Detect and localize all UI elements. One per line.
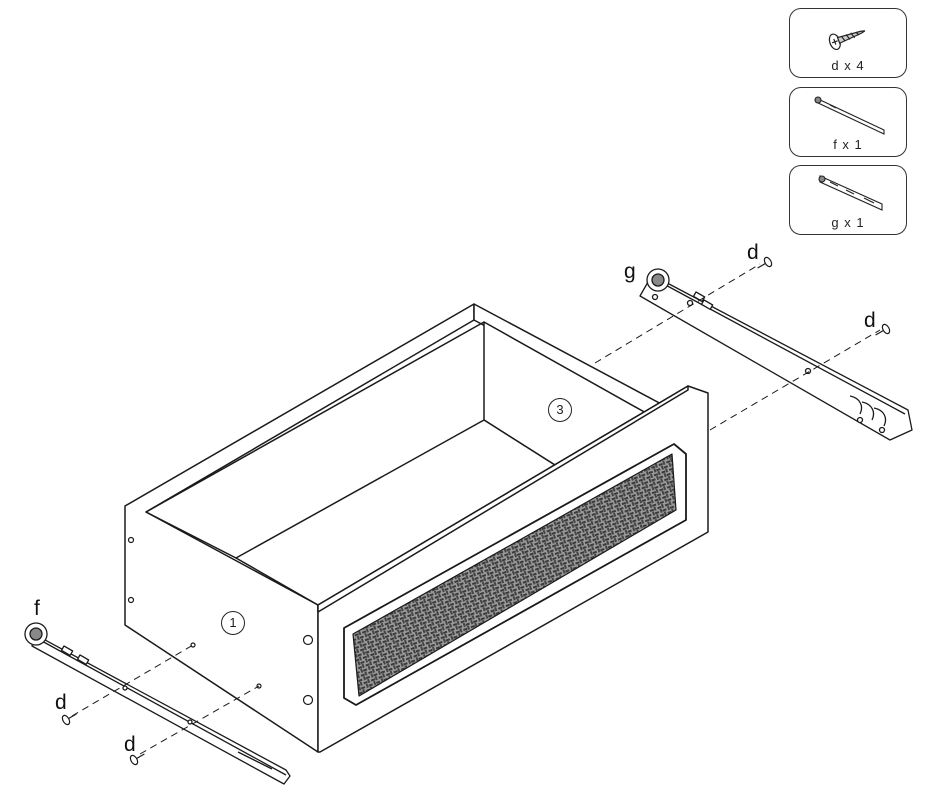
screw-icon xyxy=(828,30,866,51)
callout-d-right-upper: d xyxy=(747,241,759,264)
part-label-f: f x 1 xyxy=(833,137,863,152)
callout-d-left-upper: d xyxy=(55,691,67,714)
part-label-g: g x 1 xyxy=(831,215,865,230)
right-runner xyxy=(639,268,913,441)
callout-f: f xyxy=(34,597,40,620)
left-runner xyxy=(24,622,291,785)
part-label-d: d x 4 xyxy=(831,58,865,73)
callout-d-right-lower: d xyxy=(864,309,876,332)
right-rail-icon xyxy=(818,175,883,211)
callout-g: g xyxy=(624,260,636,283)
screws xyxy=(61,256,891,766)
drawer-body xyxy=(124,303,709,753)
left-rail-icon xyxy=(814,96,885,135)
mesh-insert xyxy=(352,453,677,697)
part-box-f: f x 1 xyxy=(789,87,907,157)
panel-number-side: 1 xyxy=(221,611,245,635)
panel-number-back: 3 xyxy=(548,398,572,422)
assembly-lines xyxy=(71,263,881,755)
callout-d-left-lower: d xyxy=(124,733,136,756)
part-box-d: d x 4 xyxy=(789,8,907,78)
part-box-g: g x 1 xyxy=(789,165,907,235)
